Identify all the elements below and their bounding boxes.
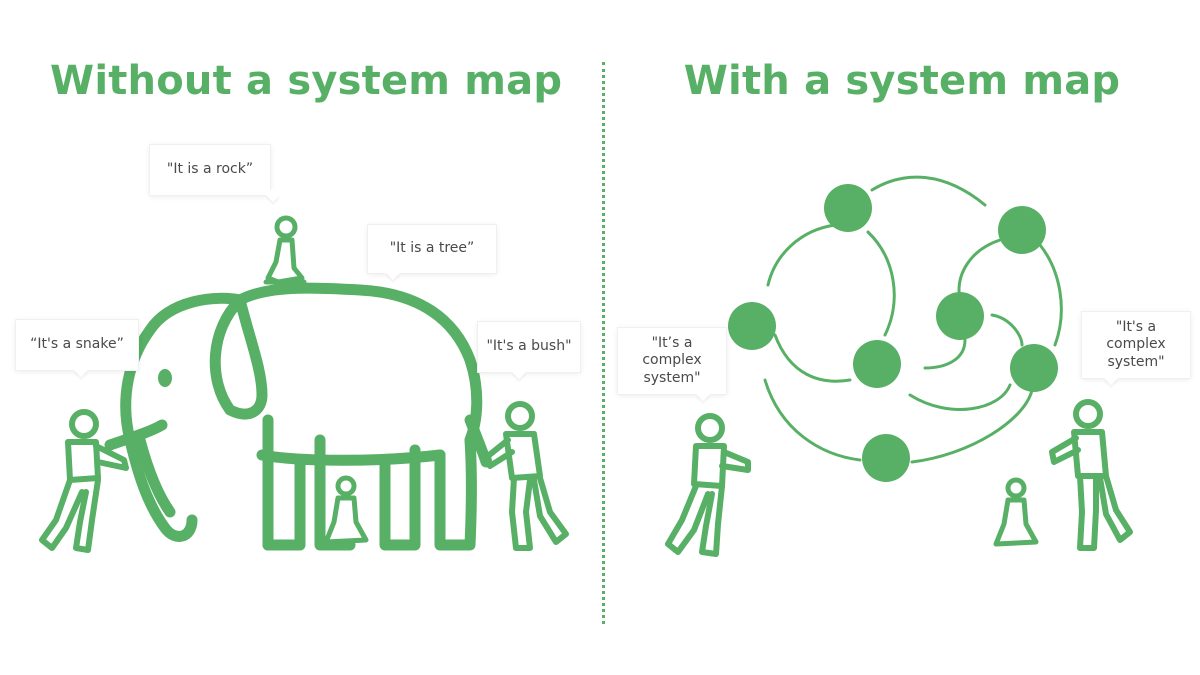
quote-tree: "It is a tree”: [389, 240, 475, 257]
elephant-icon: [104, 282, 492, 551]
speech-bubble-bush: "It's a bush": [478, 322, 580, 372]
person-icon: [1049, 399, 1133, 551]
title-with-system-map: With a system map: [683, 58, 1121, 104]
speech-bubble-tree: "It is a tree”: [368, 225, 496, 273]
speech-bubble-complex-right: "It's a complex system": [1082, 312, 1190, 378]
person-icon: [263, 215, 307, 285]
person-icon: [323, 475, 369, 545]
dotted-divider: [602, 62, 605, 624]
person-icon: [39, 409, 129, 553]
quote-complex-right: "It's a complex system": [1106, 318, 1166, 370]
quote-rock: "It is a rock”: [166, 161, 254, 178]
speech-bubble-rock: "It is a rock”: [150, 145, 270, 195]
title-without-system-map: Without a system map: [50, 58, 563, 104]
quote-snake: “It's a snake”: [30, 336, 124, 353]
person-icon: [993, 477, 1039, 547]
network-node-icon: [728, 184, 1058, 482]
elephant-eye-icon: [158, 369, 172, 387]
person-icon: [485, 401, 569, 551]
quote-bush: "It's a bush": [486, 338, 572, 355]
quote-complex-left: "It’s a complex system": [642, 334, 702, 386]
person-icon: [665, 413, 751, 557]
speech-bubble-complex-left: "It’s a complex system": [618, 328, 726, 394]
speech-bubble-snake: “It's a snake”: [16, 320, 138, 370]
